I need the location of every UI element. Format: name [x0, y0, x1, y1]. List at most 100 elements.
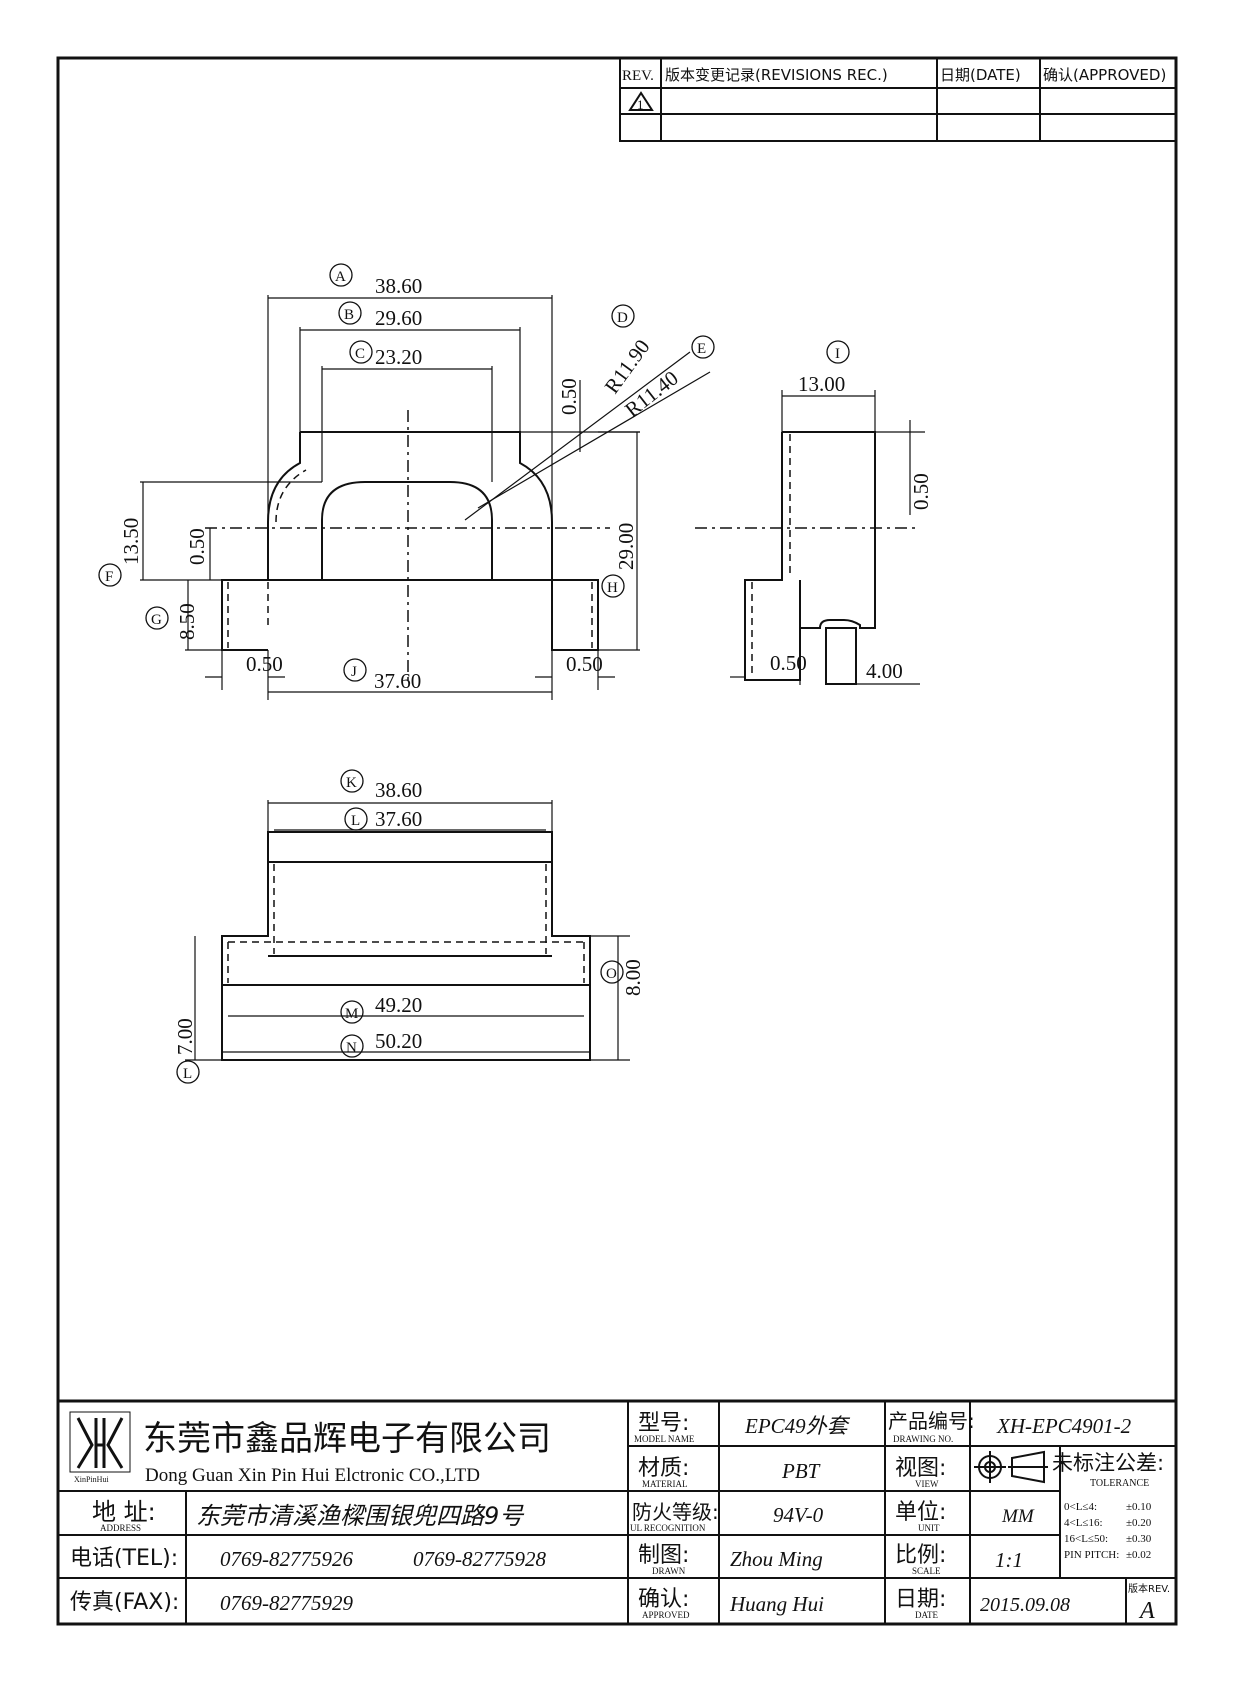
- label-c: C: [349, 340, 373, 364]
- tolerance-value-3: ±0.30: [1126, 1533, 1152, 1545]
- address-label-en: ADDRESS: [100, 1523, 141, 1533]
- tolerance-value-1: ±0.10: [1126, 1501, 1152, 1513]
- side-outline-right: [782, 431, 876, 629]
- address-value: 东莞市清溪渔樑围银兜四路9号: [196, 1502, 525, 1530]
- drawn-value: Zhou Ming: [730, 1547, 823, 1571]
- dim-c-value: 23.20: [375, 345, 422, 369]
- dim-o-value: 8.00: [621, 959, 645, 996]
- approved-label-en: APPROVED: [642, 1610, 690, 1620]
- svg-text:E: E: [697, 341, 706, 357]
- dim-f-wall-value: 0.50: [185, 528, 209, 565]
- material-label: 材质:: [638, 1456, 689, 1481]
- svg-text:D: D: [617, 310, 628, 326]
- svg-text:O: O: [606, 966, 617, 982]
- unit-label-en: UNIT: [918, 1523, 940, 1533]
- model-value: EPC49外套: [744, 1414, 851, 1438]
- tolerance-range-1: 0<L≤4:: [1064, 1501, 1097, 1513]
- label-b: B: [338, 301, 362, 325]
- model-label: 型号:: [638, 1411, 689, 1436]
- dim-f-value: 13.50: [119, 518, 143, 565]
- rev-mark: 1: [637, 97, 644, 112]
- drawing-no-value: XH-EPC4901-2: [996, 1414, 1132, 1438]
- label-l-side: L: [176, 1060, 200, 1084]
- front-view: 38.60 29.60 23.20 R11.90 R11.40 0.50 13.…: [98, 263, 715, 700]
- rev-label: 版本REV.: [1128, 1582, 1170, 1595]
- label-d: D: [611, 304, 635, 328]
- label-j: J: [343, 658, 367, 682]
- svg-text:C: C: [355, 346, 365, 362]
- tolerance-range-2: 4<L≤16:: [1064, 1517, 1103, 1529]
- ul-value: 94V-0: [773, 1503, 824, 1527]
- svg-text:B: B: [344, 307, 354, 323]
- front-dimension-lines: [140, 295, 711, 700]
- svg-text:J: J: [351, 664, 357, 680]
- dim-a-value: 38.60: [375, 274, 422, 298]
- view-label: 视图:: [895, 1456, 946, 1481]
- dim-side-wall-value: 0.50: [909, 473, 933, 510]
- front-window: [321, 481, 493, 580]
- svg-text:N: N: [346, 1040, 357, 1056]
- fax-label: 传真(FAX):: [70, 1590, 179, 1615]
- ul-label-en: UL RECOGNITION: [630, 1523, 706, 1533]
- tolerance-value-2: ±0.20: [1126, 1517, 1152, 1529]
- svg-text:G: G: [151, 612, 162, 628]
- drawn-label-en: DRAWN: [652, 1566, 686, 1576]
- dim-l-side-value: 7.00: [173, 1018, 197, 1055]
- date-header: 日期(DATE): [940, 66, 1021, 84]
- scale-label: 比例:: [895, 1543, 946, 1568]
- side-view: 13.00 0.50 0.50 4.00 I: [695, 340, 933, 685]
- company-name-cn: 东莞市鑫品辉电子有限公司: [143, 1419, 551, 1459]
- scale-label-en: SCALE: [912, 1566, 941, 1576]
- front-body-outline: [221, 431, 599, 651]
- svg-text:L: L: [183, 1066, 192, 1082]
- label-l-top: L: [344, 807, 368, 831]
- dim-side-step-value: 0.50: [770, 651, 807, 675]
- drawing-frame: [56, 56, 1178, 1626]
- front-center-lines: [205, 410, 610, 680]
- tel-value-2: 0769-82775928: [413, 1547, 546, 1571]
- revision-triangle-icon: 1: [628, 91, 654, 112]
- tolerance-list: 0<L≤4: ±0.10 4<L≤16: ±0.20 16<L≤50: ±0.3…: [1064, 1501, 1152, 1561]
- date-value: 2015.09.08: [980, 1594, 1070, 1616]
- dim-i-value: 13.00: [798, 372, 845, 396]
- date-label-en: DATE: [915, 1610, 938, 1620]
- dim-h-value: 29.00: [614, 523, 638, 570]
- dim-top-wall-value: 0.50: [557, 378, 581, 415]
- front-circle-labels: A B C D E F G H J: [98, 263, 715, 682]
- side-pin: [825, 627, 857, 685]
- dim-pin-value: 4.00: [866, 659, 903, 683]
- projection-symbol-icon: [974, 1450, 1048, 1484]
- svg-text:H: H: [607, 580, 618, 596]
- svg-text:M: M: [345, 1006, 358, 1022]
- fax-value: 0769-82775929: [220, 1591, 353, 1615]
- dim-l-top-value: 37.60: [375, 807, 422, 831]
- tolerance-title-en: TOLERANCE: [1090, 1478, 1149, 1489]
- bottom-dimension-lines: [185, 800, 630, 1061]
- svg-text:K: K: [346, 775, 357, 791]
- front-hidden-lines: [227, 469, 593, 648]
- dim-n-value: 50.20: [375, 1029, 422, 1053]
- dim-right-step-value: 0.50: [566, 652, 603, 676]
- dim-left-step-value: 0.50: [246, 652, 283, 676]
- side-dimension-lines: [730, 390, 925, 685]
- logo-text: XinPinHui: [74, 1475, 109, 1484]
- model-label-en: MODEL NAME: [634, 1434, 695, 1444]
- drawing-no-label-en: DRAWING NO.: [893, 1434, 953, 1444]
- label-k: K: [340, 769, 364, 793]
- bottom-view: 38.60 37.60 49.20 50.20 8.00 7.00 K L M …: [173, 769, 645, 1084]
- unit-label: 单位:: [895, 1500, 946, 1525]
- approved-header: 确认(APPROVED): [1043, 66, 1166, 84]
- address-label: 地 址:: [92, 1498, 156, 1526]
- material-label-en: MATERIAL: [642, 1479, 688, 1489]
- dim-k-value: 38.60: [375, 778, 422, 802]
- label-g: G: [145, 606, 169, 630]
- label-a: A: [329, 263, 353, 287]
- svg-text:A: A: [335, 269, 346, 285]
- label-o: O: [600, 960, 624, 984]
- revision-table: REV. 版本变更记录(REVISIONS REC.) 日期(DATE) 确认(…: [619, 57, 1177, 142]
- svg-text:I: I: [835, 346, 840, 362]
- tolerance-range-3: 16<L≤50:: [1064, 1533, 1108, 1545]
- scale-value: 1:1: [995, 1548, 1023, 1572]
